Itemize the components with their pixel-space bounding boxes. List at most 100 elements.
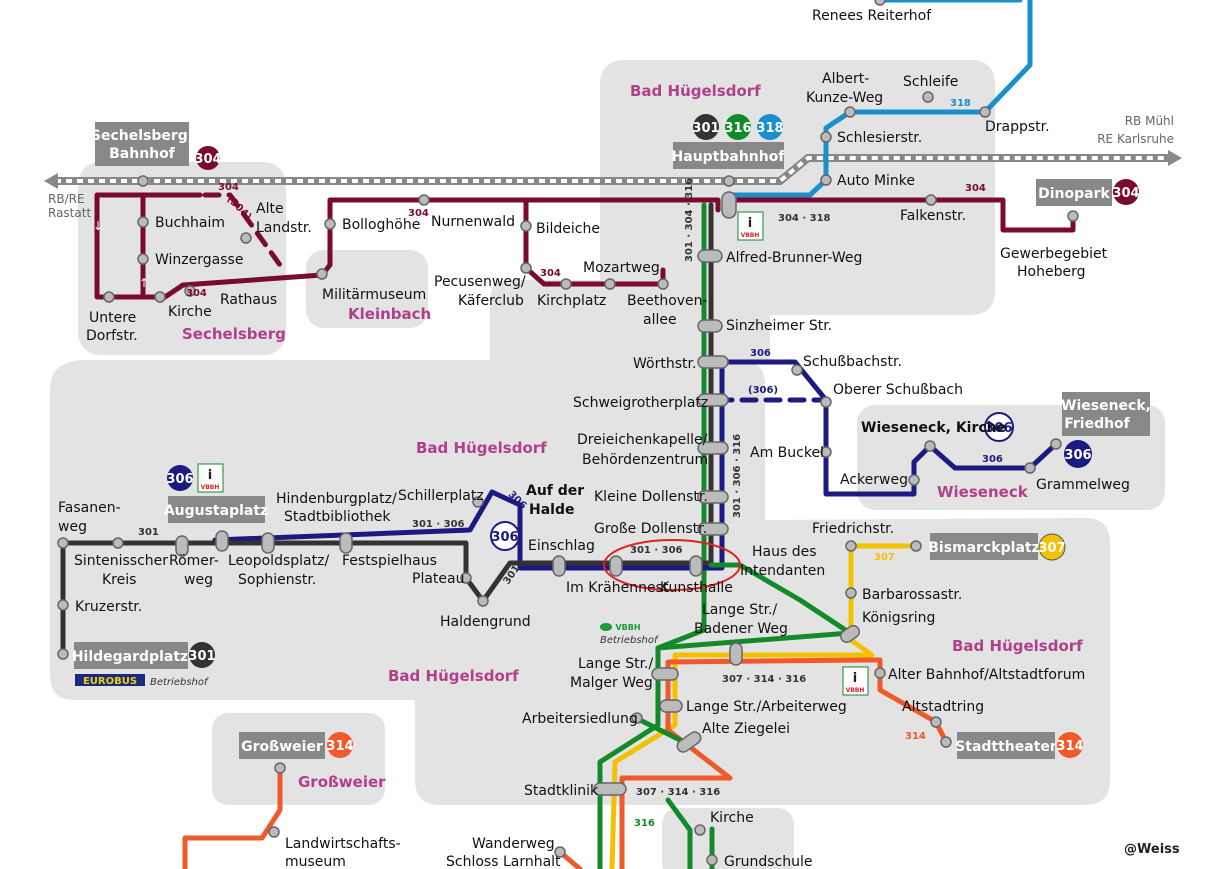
stop-wieseneck-friedhof[interactable] [1050,438,1062,450]
pill-lange-malger[interactable] [651,667,679,681]
stop-fasanenweg[interactable] [57,537,69,549]
pill-hauptbahnhof[interactable] [721,191,737,219]
stop-schleife[interactable] [922,91,934,103]
stop-falkenstr[interactable] [925,194,937,206]
pill-stadtklinik[interactable] [593,782,627,796]
badge-301-hbf[interactable] [693,114,719,140]
pill-grosse-dollen[interactable] [697,522,729,536]
badge-316-hbf[interactable] [725,114,751,140]
box-hauptbahnhof[interactable] [673,142,784,169]
pill-schweigrother[interactable] [697,393,729,407]
stop-militaermuseum[interactable] [316,268,328,280]
badge-304-sechelsberg[interactable] [196,146,220,170]
pill-alfred-brunner[interactable] [697,249,723,263]
stop-bildeiche[interactable] [520,220,532,232]
pill-einschlag[interactable] [552,555,566,577]
badge-314-theater[interactable] [1057,732,1083,758]
stop-gewerbegebiet[interactable] [1067,210,1079,222]
stop-friedrichstr[interactable] [845,540,857,552]
info-icon-altstadt[interactable] [842,666,869,696]
stop-stadttheater[interactable] [940,736,952,748]
stop-pecusenweg[interactable] [520,262,532,274]
stop-landwirtschaftsmuseum[interactable] [268,826,280,838]
stop-ackerweg[interactable] [908,474,920,486]
ln-307-314-316-lange: 307 · 314 · 316 [722,674,806,685]
box-wieseneck-friedhof[interactable] [1062,392,1150,436]
stop-albert-kunze[interactable] [844,106,856,118]
badge-301-hildegard[interactable] [189,642,215,668]
box-dinopark[interactable] [1036,179,1112,206]
pill-sinzheimer[interactable] [697,319,723,333]
stop-am-buckel[interactable] [820,446,832,458]
stop-schlesierstr[interactable] [820,131,832,143]
stop-bolloghoehe[interactable] [324,218,336,230]
stop-bismarckplatz[interactable] [910,540,922,552]
stop-grossweier[interactable] [274,762,286,774]
stop-wanderweg[interactable] [554,846,566,858]
stop-plateau[interactable] [460,572,472,584]
stop-winzergasse[interactable] [137,253,149,265]
stop-kirche-sechelsberg[interactable] [154,291,166,303]
box-sechelsberg-bf[interactable] [95,122,189,166]
badge-306-augusta[interactable] [167,465,193,491]
pill-hindenburg[interactable] [215,530,229,552]
pill-dreieichen[interactable] [697,441,729,455]
box-grossweier[interactable] [239,732,325,759]
stop-grundschule[interactable] [706,854,718,866]
info-icon-augusta[interactable] [197,463,224,493]
label-wanderweg-1: Wanderweg [472,836,555,852]
pill-kleine-dollen[interactable] [697,490,729,504]
info-icon-hbf[interactable] [737,211,764,241]
stop-auto-minke[interactable] [820,174,832,186]
stop-hauptbahnhof[interactable] [723,175,735,187]
pill-woerthstr[interactable] [697,355,729,369]
stop-alter-bahnhof[interactable] [874,667,886,679]
label-pecusenweg-1: Pecusenweg/ [434,274,526,290]
badge-314-grossweier[interactable] [327,732,353,758]
stop-schussbachstr[interactable] [791,364,803,376]
stop-kirchplatz[interactable] [560,278,572,290]
badge-306-kirche[interactable] [984,412,1014,442]
stop-buchhaim[interactable] [137,216,149,228]
badge-307-bismarck[interactable] [1038,533,1066,561]
pill-koenigsring[interactable] [838,623,861,644]
stop-grammelweg[interactable] [1024,462,1036,474]
stop-rathaus[interactable] [184,285,196,297]
pill-kunsthalle[interactable] [689,555,703,577]
pill-roemerweg[interactable] [175,535,189,557]
label-grammelweg: Grammelweg [1036,477,1130,493]
box-stadttheater[interactable] [957,732,1055,759]
stop-drappstr[interactable] [979,106,991,118]
pill-lange-baden[interactable] [729,642,743,666]
badge-306-friedhof[interactable] [1064,440,1092,468]
stop-arbeitersiedlung[interactable] [631,712,643,724]
stop-mozartweg[interactable] [604,278,616,290]
pill-kraehennest[interactable] [609,555,623,577]
stop-oberer-schussbach[interactable] [820,396,832,408]
stop-kruzerstr[interactable] [57,599,69,611]
stop-alte-landstr[interactable] [240,232,252,244]
stop-renees-reiterhof[interactable] [874,0,886,6]
box-bismarckplatz[interactable] [930,533,1038,560]
stop-sintenisscher-kreis[interactable] [112,537,124,549]
box-augustaplatz[interactable] [168,496,265,523]
badge-306-halde[interactable] [490,521,520,551]
stop-hildegardplatz[interactable] [57,648,69,660]
stop-altstadtring[interactable] [930,716,942,728]
badge-318-hbf[interactable] [757,114,783,140]
stop-sechelsberg-bf[interactable] [137,175,149,187]
stop-beethovenallee[interactable] [657,278,669,290]
pill-lange-arbeiter[interactable] [659,699,683,713]
pill-festspielhaus[interactable] [339,532,353,554]
stop-nurnenwald[interactable] [418,194,430,206]
badge-304-dinopark[interactable] [1113,179,1139,205]
stop-kirche-south[interactable] [694,824,706,836]
pill-leopoldsplatz[interactable] [261,532,275,554]
box-hildegardplatz[interactable] [74,642,188,669]
pill-alte-ziegelei[interactable] [675,730,703,755]
stop-haldengrund[interactable] [477,595,489,607]
stop-barbarossastr[interactable] [845,587,857,599]
stop-untere-dorfstr[interactable] [103,291,115,303]
stop-wieseneck-kirche[interactable] [924,440,936,452]
stop-schillerplatz[interactable] [472,496,484,508]
